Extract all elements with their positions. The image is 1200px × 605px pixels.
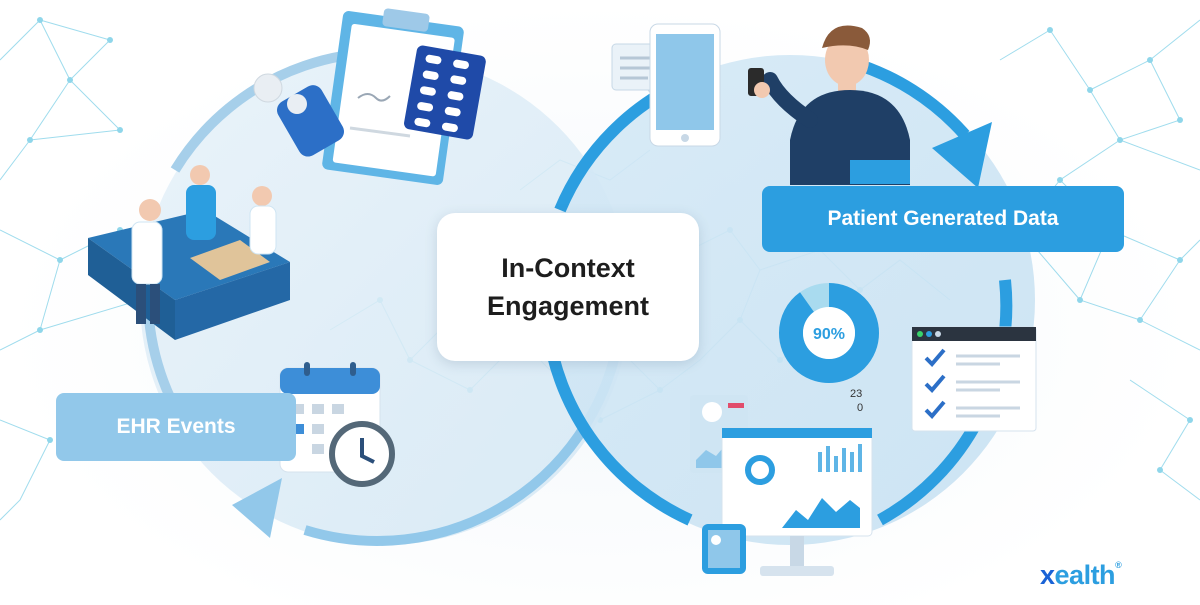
stray-number-top: 23 <box>850 388 863 400</box>
smartphone-icon <box>649 23 721 147</box>
donut-chart: 90% <box>779 283 879 383</box>
in-context-engagement-card: In-Context Engagement <box>437 213 699 361</box>
donut-hole <box>803 307 855 359</box>
donut-percent-label: 90% <box>813 326 845 343</box>
patient-generated-data-label: Patient Generated Data <box>762 186 1124 252</box>
ehr-events-label: EHR Events <box>56 393 296 461</box>
donut-arc <box>779 283 879 383</box>
logo-registered-mark: ® <box>1115 560 1122 570</box>
pill-blister-icon <box>404 45 486 140</box>
stray-number-bottom: 0 <box>857 402 864 414</box>
logo-ealth: ealth <box>1054 560 1116 590</box>
clock-icon <box>329 421 395 487</box>
logo-x: x <box>1040 560 1055 590</box>
pill-bottle-icon <box>253 73 344 157</box>
xealth-logo: xealth® <box>1040 560 1122 591</box>
checklist-window-icon <box>911 326 1037 432</box>
tablet-icon <box>702 524 746 574</box>
right-cycle-arrowhead <box>932 122 992 188</box>
surgery-scene-icon <box>88 165 290 340</box>
left-cycle-arrowhead <box>232 478 282 538</box>
monitor-dashboard-icon <box>721 427 873 576</box>
in-context-engagement-label: In-Context Engagement <box>486 253 650 321</box>
patient-person-icon <box>748 25 910 185</box>
